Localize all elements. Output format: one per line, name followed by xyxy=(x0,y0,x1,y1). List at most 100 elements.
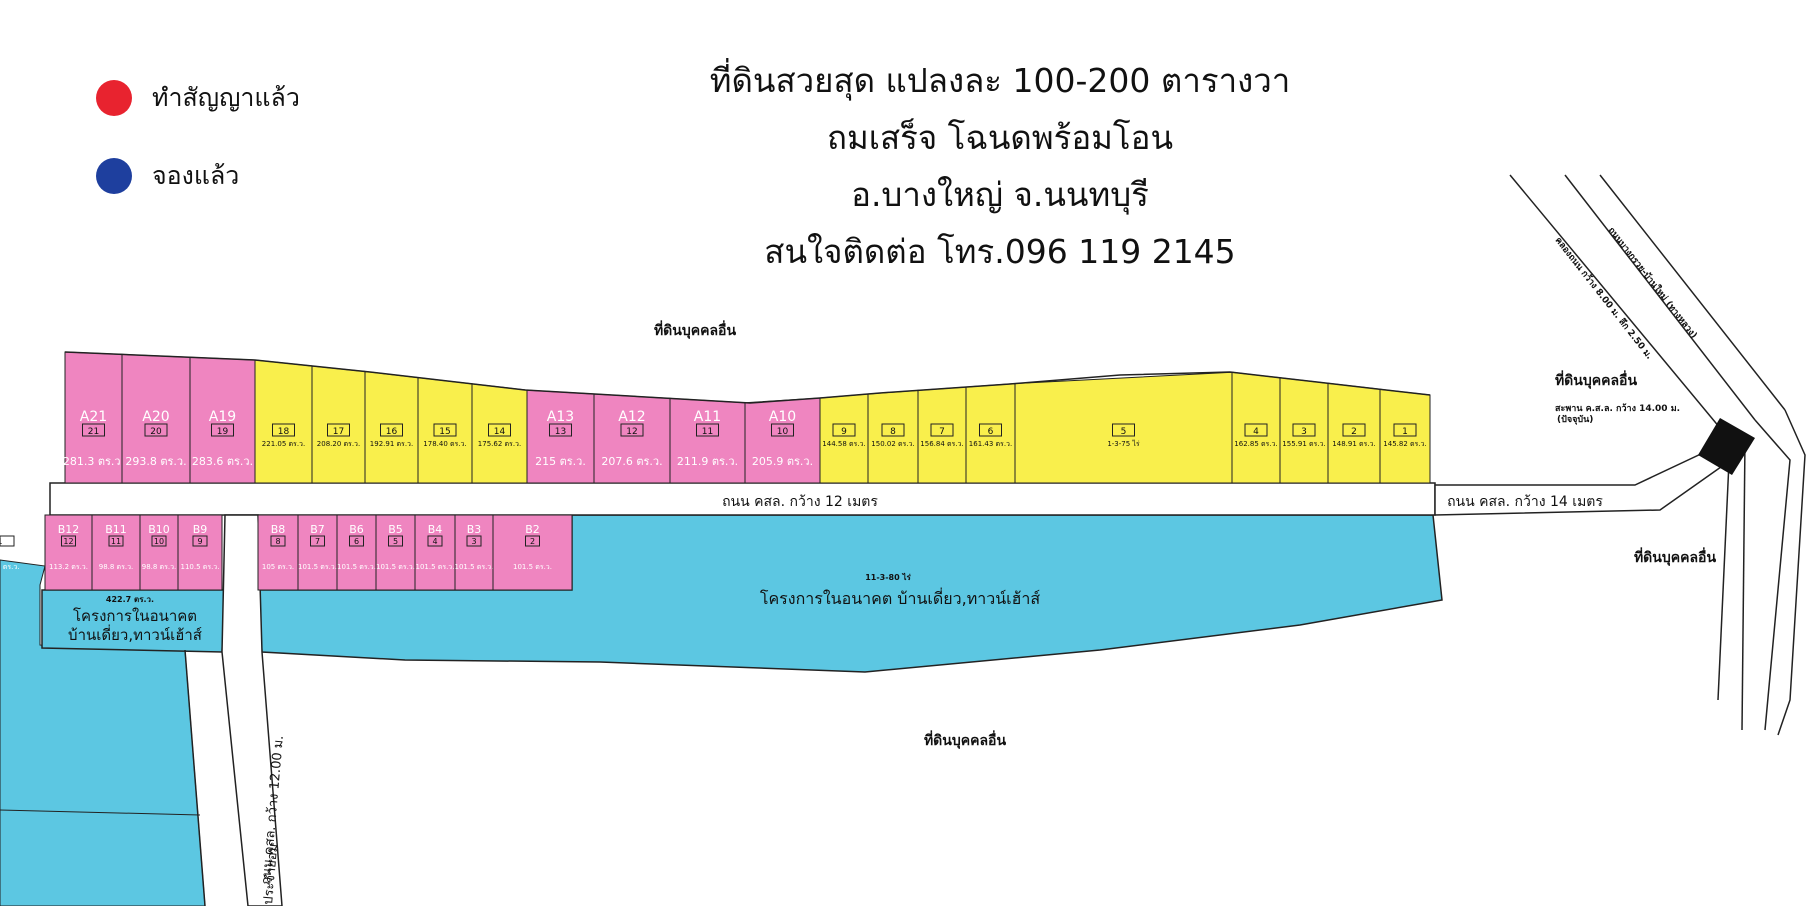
plot-b-number: 3 xyxy=(471,537,476,546)
plot-a[interactable]: 6 161.43 ตร.ว. xyxy=(965,383,1016,484)
plot-a-number-box xyxy=(832,423,856,437)
plot-a-number-box xyxy=(771,423,794,437)
plot-a-area: 221.05 ตร.ว. xyxy=(262,440,305,448)
plot-b-number: 10 xyxy=(154,537,164,546)
plot-a-area: 162.85 ตร.ว. xyxy=(1234,440,1277,448)
plot-a-number: 14 xyxy=(494,427,506,437)
plot-b-number: 5 xyxy=(393,537,398,546)
plot-a-number: 4 xyxy=(1253,427,1259,437)
plot-b-number-box xyxy=(466,535,482,547)
plot-b-area: 101.5 ตร.ว. xyxy=(376,563,415,571)
plot-b-shape xyxy=(375,514,416,591)
plot-b-number: 6 xyxy=(354,537,359,546)
plot-b-shape xyxy=(177,514,223,591)
canal-sub-label: (ปัจจุบัน) xyxy=(1557,414,1593,425)
plot-a-number: 19 xyxy=(217,427,229,437)
title-line-4: สนใจติดต่อ โทร.096 119 2145 xyxy=(764,232,1236,271)
plot-a-name: A11 xyxy=(694,409,721,425)
plot-b-number-box xyxy=(349,535,364,547)
plot-a-area: 1-3-75 ไร่ xyxy=(1107,439,1140,448)
plot-a-number-box xyxy=(1112,423,1135,437)
plot-a-area: 283.6 ตร.ว. xyxy=(192,455,253,468)
plot-a-number: 6 xyxy=(988,427,994,437)
plot-a-area: 156.84 ตร.ว. xyxy=(920,440,963,448)
plot-a-number-box xyxy=(380,423,403,437)
plot-a-area: 148.91 ตร.ว. xyxy=(1332,440,1375,448)
plot-a-area: 192.91 ตร.ว. xyxy=(370,440,413,448)
plot-a-number-box xyxy=(696,423,719,437)
plot-a[interactable]: 5 1-3-75 ไร่ xyxy=(1014,371,1233,484)
plot-a[interactable]: 18 221.05 ตร.ว. xyxy=(254,359,313,484)
plot-b-number-box xyxy=(310,535,325,547)
other-land-top-label: ที่ดินบุคคลอื่น xyxy=(654,320,736,339)
plot-a-number-box xyxy=(620,423,644,437)
red-dot-icon xyxy=(96,80,132,116)
plot-b[interactable]: B11101.5 ตร.ว. xyxy=(0,523,19,571)
plot-a-name: A20 xyxy=(142,409,169,425)
plot-b-number-box xyxy=(192,535,208,547)
plot-a-name: A21 xyxy=(80,409,107,425)
plot-a-name: A10 xyxy=(769,409,796,425)
plot-b-area: 101.5 ตร.ว. xyxy=(416,563,455,571)
plot-b-area: 105 ตร.ว. xyxy=(262,563,294,571)
plot-a-number-box xyxy=(549,423,572,437)
plot-a-number-box xyxy=(211,423,234,437)
plot-a-area: 205.9 ตร.ว. xyxy=(752,455,813,468)
plot-a-shape xyxy=(254,359,313,484)
plot-b-number-box xyxy=(108,535,124,547)
plot-a-number: 5 xyxy=(1121,427,1127,437)
plot-a-number: 2 xyxy=(1351,427,1357,437)
plot-a[interactable]: 4 162.85 ตร.ว. xyxy=(1231,371,1281,484)
title-line-2: ถมเสร็จ โฉนดพร้อมโอน xyxy=(826,118,1174,157)
plot-a-number: 18 xyxy=(278,427,290,437)
side-road-name: ประจำยอม xyxy=(261,843,281,905)
plot-a-area: 144.58 ตร.ว. xyxy=(822,440,865,448)
plot-a-number: 1 xyxy=(1402,427,1408,437)
plot-a-number: 15 xyxy=(439,427,450,437)
legend-reserved: จองแล้ว xyxy=(96,156,239,196)
plot-a-number-box xyxy=(144,423,168,437)
plot-b-shape xyxy=(414,514,456,591)
plot-a-name: A13 xyxy=(547,409,574,425)
plot-b-number-box xyxy=(525,535,540,547)
plot-b-number: 7 xyxy=(315,537,320,546)
plot-b-shape xyxy=(257,514,299,591)
plot-b-name: B11 xyxy=(105,523,127,536)
plot-a-number: 16 xyxy=(386,427,398,437)
plot-a-number: 8 xyxy=(890,427,896,437)
plot-a[interactable]: 16 192.91 ตร.ว. xyxy=(364,370,419,484)
plot-b-area: 113.2 ตร.ว. xyxy=(49,563,88,571)
plot-a-number: 17 xyxy=(333,427,344,437)
title-line-3: อ.บางใหญ่ จ.นนทบุรี xyxy=(851,175,1149,214)
plot-a[interactable]: 2 148.91 ตร.ว. xyxy=(1327,382,1381,484)
plot-a-area: 161.43 ตร.ว. xyxy=(969,440,1012,448)
plot-a-area: 155.91 ตร.ว. xyxy=(1282,440,1325,448)
